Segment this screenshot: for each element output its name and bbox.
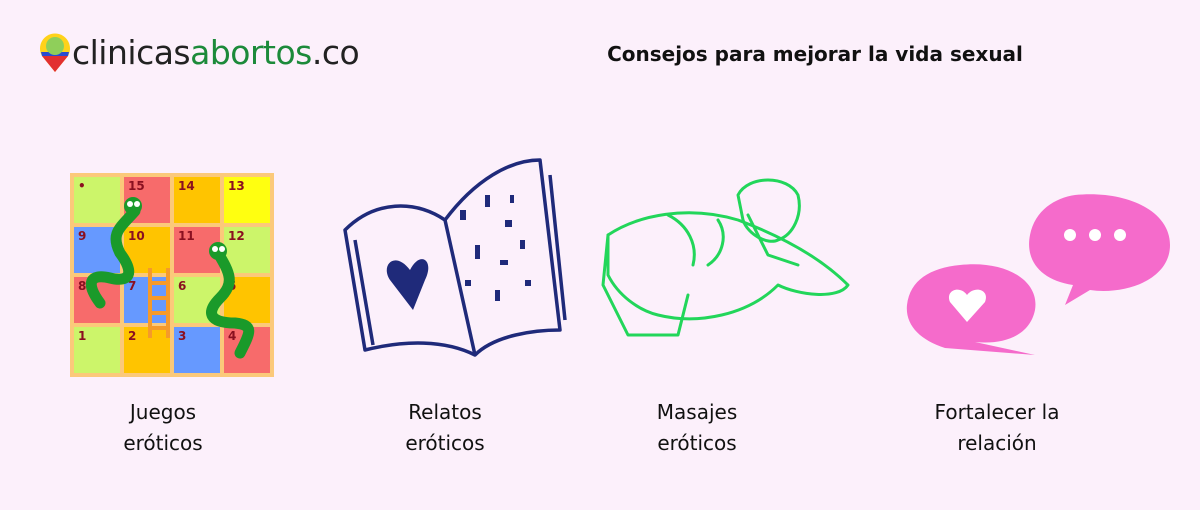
- item-label-line2: relación: [957, 431, 1037, 455]
- item-relatos-eroticos: Relatos eróticos: [345, 397, 545, 459]
- item-juegos-eroticos: Juegos eróticos: [63, 397, 263, 459]
- item-label-line2: eróticos: [657, 431, 737, 455]
- item-label-line1: Juegos: [129, 400, 197, 424]
- page-title: Consejos para mejorar la vida sexual: [607, 42, 1023, 66]
- logo-text: clinicasabortos.co: [72, 32, 360, 72]
- ladder-icon: [148, 268, 170, 338]
- board-cell: 1: [74, 327, 120, 373]
- snake-icon: [85, 205, 255, 359]
- logo-part3: .co: [311, 32, 360, 72]
- snakes-ladder-overlay: [85, 197, 255, 359]
- item-label-line2: eróticos: [405, 431, 485, 455]
- location-pin-icon: [40, 33, 70, 72]
- board-cell: 13: [224, 177, 270, 223]
- board-cell: 12: [224, 227, 270, 273]
- item-label-line1: Relatos: [408, 400, 482, 424]
- item-fortalecer-relacion: Fortalecer la relación: [897, 397, 1097, 459]
- board-cell: •: [74, 177, 120, 223]
- logo-part1: clinicas: [72, 32, 191, 72]
- item-label-line2: eróticos: [123, 431, 203, 455]
- item-label-line1: Masajes: [656, 400, 738, 424]
- logo-part2: abortos: [190, 32, 312, 72]
- board-cell: 3: [174, 327, 220, 373]
- board-cell: 14: [174, 177, 220, 223]
- board-cell: 2: [124, 327, 170, 373]
- speech-bubbles-icon: [906, 194, 1170, 355]
- item-masajes-eroticos: Masajes eróticos: [597, 397, 797, 459]
- open-book-icon: [343, 158, 567, 357]
- massage-person-icon: [601, 178, 850, 337]
- item-label-line1: Fortalecer la: [934, 400, 1060, 424]
- logo[interactable]: clinicasabortos.co: [38, 30, 360, 74]
